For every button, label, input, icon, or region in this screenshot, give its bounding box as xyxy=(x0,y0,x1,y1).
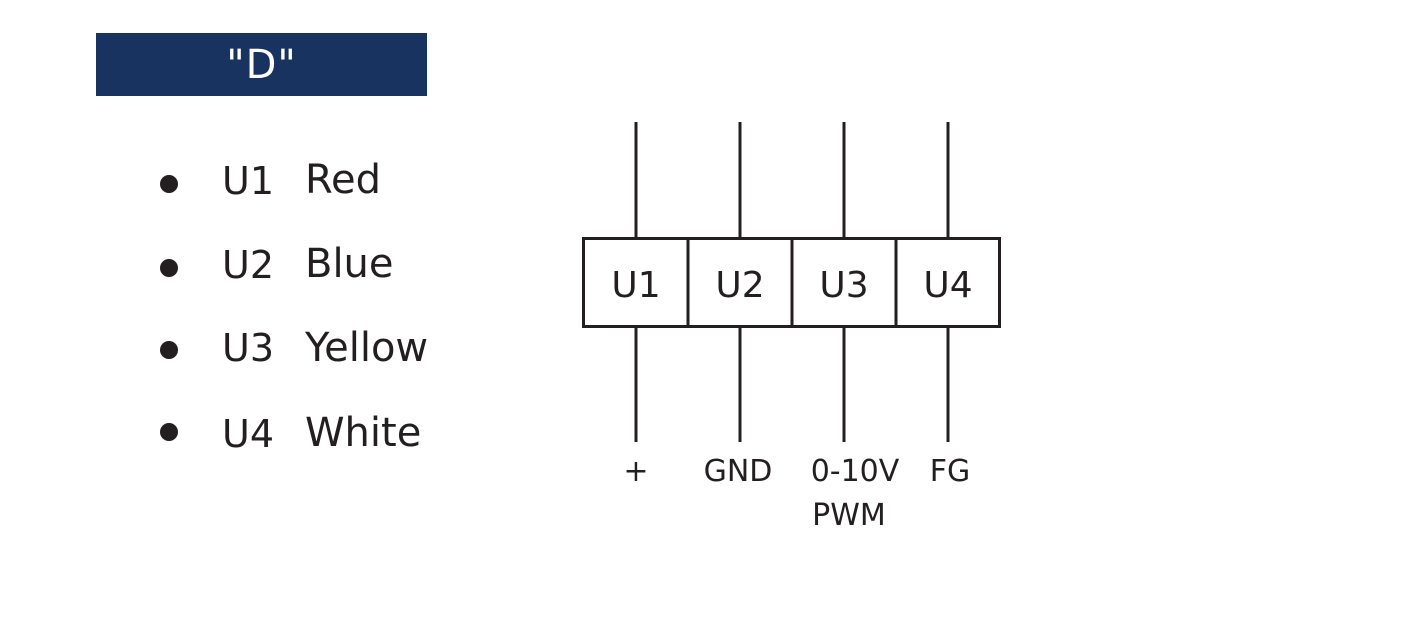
terminal-label-u2: U2 xyxy=(715,265,764,306)
bullet-icon xyxy=(160,423,178,441)
pin-label-plus: + xyxy=(623,454,648,489)
pin-label-pwm: PWM xyxy=(812,498,886,533)
legend-color: Blue xyxy=(305,241,394,287)
bullet-icon xyxy=(160,175,178,193)
legend-item: U2 Blue xyxy=(0,240,480,290)
terminal-label-u3: U3 xyxy=(819,265,868,306)
legend-color: White xyxy=(305,410,422,456)
legend-code: U1 xyxy=(222,159,274,203)
legend-item: U3 Yellow xyxy=(0,325,480,375)
legend-code: U2 xyxy=(222,243,274,287)
terminal-label-u4: U4 xyxy=(923,265,972,306)
legend-code: U4 xyxy=(222,412,274,456)
pin-label-0-10v: 0-10V xyxy=(811,454,900,489)
terminal-label-u1: U1 xyxy=(611,265,660,306)
bullet-icon xyxy=(160,259,178,277)
title-banner: "D" xyxy=(96,33,427,96)
legend-item: U1 Red xyxy=(0,155,480,205)
legend-color: Yellow xyxy=(305,325,429,371)
legend-code: U3 xyxy=(222,326,274,370)
bullet-icon xyxy=(160,341,178,359)
legend-color: Red xyxy=(305,157,381,203)
legend-item: U4 White xyxy=(0,410,480,460)
pin-label-fg: FG xyxy=(930,454,971,489)
title-text: "D" xyxy=(226,41,297,88)
pin-label-gnd: GND xyxy=(704,454,773,489)
